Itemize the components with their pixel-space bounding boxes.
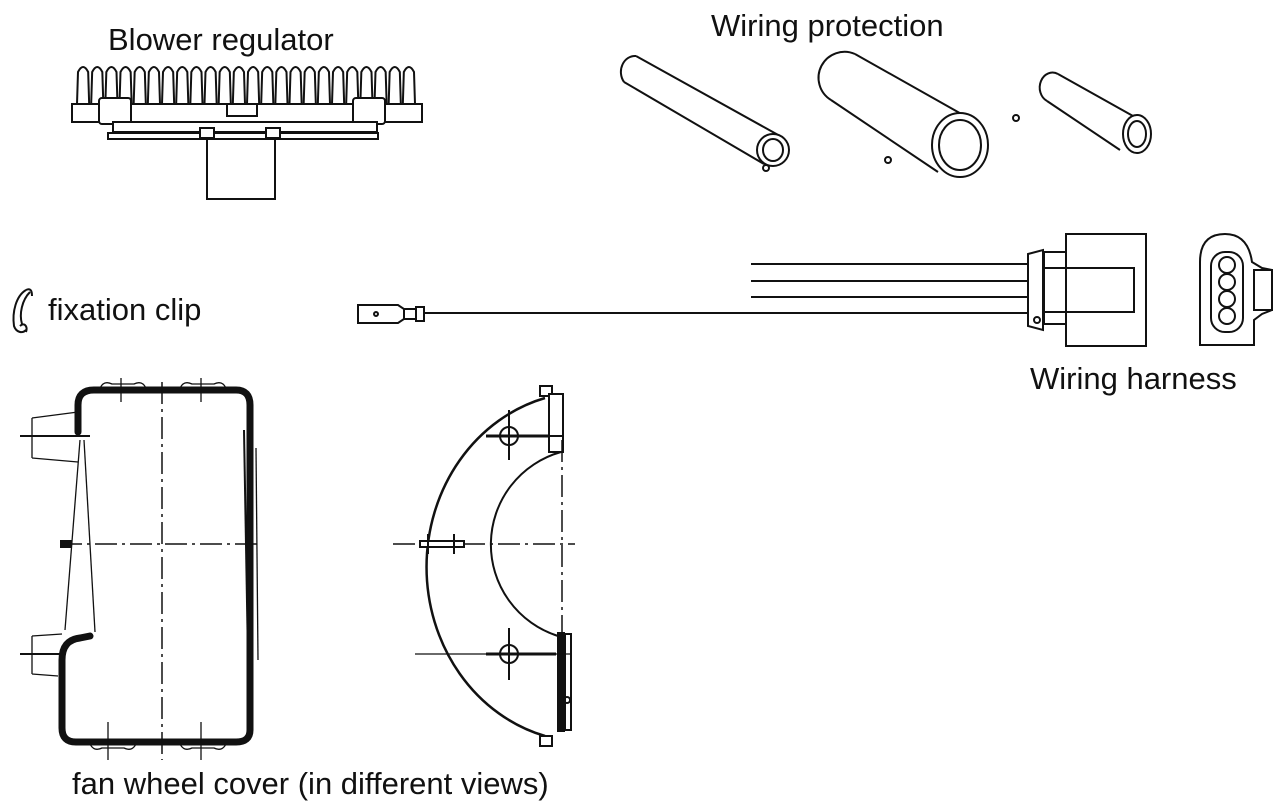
regulator-lower-plate bbox=[112, 121, 378, 133]
fixation-clip-drawing bbox=[12, 288, 33, 334]
heatsink-fins bbox=[76, 66, 416, 105]
regulator-tab-right bbox=[265, 127, 281, 139]
heatsink-fin bbox=[104, 66, 119, 105]
heatsink-fin bbox=[373, 66, 388, 105]
blower-regulator-drawing bbox=[71, 66, 423, 200]
heatsink-fin bbox=[161, 66, 176, 105]
heatsink-fin bbox=[316, 66, 331, 105]
wiring-protection-label: Wiring protection bbox=[711, 8, 944, 43]
heatsink-fin bbox=[189, 66, 204, 105]
harness-wires bbox=[424, 263, 1030, 314]
heatsink-fin bbox=[217, 66, 232, 105]
heatsink-fin bbox=[260, 66, 275, 105]
heatsink-fin bbox=[146, 66, 161, 105]
wiring-harness-drawing bbox=[357, 232, 1273, 347]
heatsink-fin bbox=[246, 66, 261, 105]
heatsink-fin bbox=[90, 66, 105, 105]
fan-wheel-cover-side-view bbox=[20, 378, 262, 760]
heatsink-fin bbox=[345, 66, 360, 105]
harness-terminal bbox=[357, 304, 425, 324]
heatsink-fin bbox=[331, 66, 346, 105]
heatsink-fin bbox=[76, 66, 91, 105]
heatsink-fin bbox=[359, 66, 374, 105]
fixation-clip-label: fixation clip bbox=[48, 292, 202, 327]
harness-connector-side bbox=[1027, 233, 1147, 347]
harness-connector-front bbox=[1199, 232, 1273, 346]
regulator-center-block bbox=[226, 103, 258, 117]
wiring-protection-sleeve-1 bbox=[619, 54, 790, 172]
blower-regulator-label: Blower regulator bbox=[108, 22, 334, 57]
regulator-left-mount bbox=[98, 97, 132, 125]
heatsink-fin bbox=[274, 66, 289, 105]
wiring-harness-label: Wiring harness bbox=[1030, 361, 1237, 396]
heatsink-fin bbox=[288, 66, 303, 105]
heatsink-fin bbox=[231, 66, 246, 105]
fan-wheel-cover-front-view bbox=[393, 385, 575, 747]
wiring-protection-sleeve-3 bbox=[1012, 71, 1152, 154]
heatsink-fin bbox=[132, 66, 147, 105]
fan-wheel-cover-label: fan wheel cover (in different views) bbox=[72, 766, 549, 801]
heatsink-fin bbox=[203, 66, 218, 105]
regulator-right-mount bbox=[352, 97, 386, 125]
heatsink-fin bbox=[387, 66, 402, 105]
heatsink-fin bbox=[175, 66, 190, 105]
heatsink-fin bbox=[118, 66, 133, 105]
heatsink-fin bbox=[302, 66, 317, 105]
regulator-connector-housing bbox=[206, 138, 276, 200]
heatsink-fin bbox=[401, 66, 416, 105]
wiring-protection-sleeve-2 bbox=[817, 50, 989, 178]
regulator-tab-left bbox=[199, 127, 215, 139]
